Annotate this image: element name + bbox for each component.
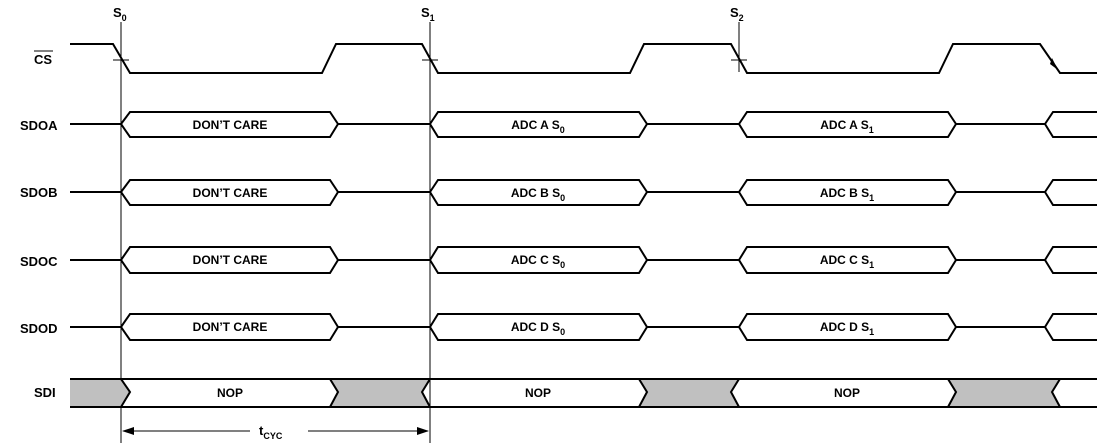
sdi-label-1: NOP	[525, 386, 551, 400]
cycle-time-dimension: tCYC	[122, 423, 429, 441]
sdi-label: SDI	[34, 385, 56, 400]
sdoc-segment-2	[737, 246, 958, 274]
sdod-segment-1	[428, 313, 649, 341]
sdoc-label-1: ADC C S0	[511, 253, 565, 270]
sdoc-row: DON’T CARE ADC C S0 ADC C S1	[70, 246, 1097, 274]
sdi-label-0: NOP	[217, 386, 243, 400]
sdoa-segment-1	[428, 111, 649, 138]
sdod-label: SDOD	[20, 321, 58, 336]
sdod-label-2: ADC D S1	[820, 320, 874, 337]
sdi-shade-0	[70, 379, 130, 407]
sdoa-label: SDOA	[20, 118, 58, 133]
sdi-rails	[70, 378, 1097, 408]
sdi-segment-2	[729, 378, 958, 408]
cs-label: CS	[34, 52, 52, 67]
sdob-label-1: ADC B S0	[511, 186, 565, 203]
sample-point-s0-label: S0	[113, 5, 127, 23]
sdi-shade-1	[330, 379, 430, 407]
cycle-time-left-arrowhead	[122, 427, 134, 435]
sdi-row: NOP NOP NOP	[70, 378, 1097, 408]
sdod-segment-0	[119, 313, 340, 341]
sdi-shade-3	[948, 379, 1060, 407]
sdod-label-1: ADC D S0	[511, 320, 565, 337]
sdoc-segment-1	[428, 246, 649, 274]
sdod-segment-3	[1044, 313, 1097, 341]
sdoc-label: SDOC	[20, 254, 58, 269]
sdi-segment-1	[420, 378, 649, 408]
sdoa-segment-0	[119, 111, 340, 138]
sdi-segment-0	[120, 378, 340, 408]
sdod-label-0: DON’T CARE	[193, 320, 268, 334]
sample-point-s1-label: S1	[421, 5, 435, 23]
cycle-time-right-arrowhead	[417, 427, 429, 435]
sdob-label-0: DON’T CARE	[193, 186, 268, 200]
sdoa-label-1: ADC A S0	[511, 118, 564, 135]
sdoc-segment-0	[119, 246, 340, 274]
sdoa-segment-3	[1044, 111, 1097, 138]
sdob-label-2: ADC B S1	[820, 186, 874, 203]
sdoa-row: DON’T CARE ADC A S0 ADC A S1	[70, 111, 1097, 138]
cs-falling-edge-arrow	[1050, 58, 1058, 70]
sdob-label: SDOB	[20, 185, 58, 200]
sample-point-s2-label: S2	[730, 5, 744, 23]
sdi-segment-3	[1050, 378, 1061, 408]
sdoc-label-2: ADC C S1	[820, 253, 874, 270]
cycle-time-label: tCYC	[259, 423, 283, 441]
cs-waveform	[70, 43, 1097, 74]
sdob-segment-1	[428, 179, 649, 206]
sdi-shade-2	[639, 379, 739, 407]
sdob-row: DON’T CARE ADC B S0 ADC B S1	[70, 179, 1097, 206]
sdob-segment-2	[737, 179, 958, 206]
sdod-segment-2	[737, 313, 958, 341]
sdi-label-2: NOP	[834, 386, 860, 400]
sdoa-label-0: DON’T CARE	[193, 118, 268, 132]
sdoa-segment-2	[737, 111, 958, 138]
sdob-segment-0	[119, 179, 340, 206]
sdob-segment-3	[1044, 179, 1097, 206]
sdoc-segment-3	[1044, 246, 1097, 274]
sdoc-label-0: DON’T CARE	[193, 253, 268, 267]
sdoa-label-2: ADC A S1	[820, 118, 873, 135]
sdod-row: DON’T CARE ADC D S0 ADC D S1	[70, 313, 1097, 341]
